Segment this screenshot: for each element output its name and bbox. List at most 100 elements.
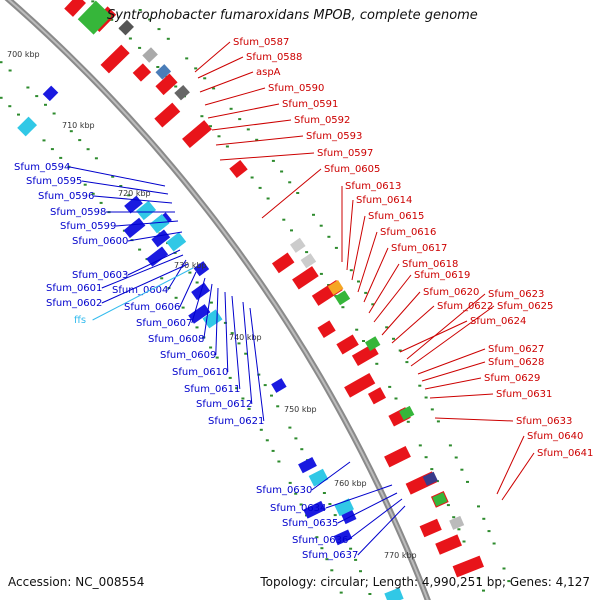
reverse-gene xyxy=(146,246,169,267)
label-leader-line xyxy=(391,305,435,344)
gc-dot xyxy=(209,346,213,349)
label-leader-line xyxy=(363,247,389,303)
reverse-gene-body xyxy=(188,304,211,324)
genome-title: Syntrophobacter fumaroxidans MPOB, compl… xyxy=(107,8,478,23)
gc-dot xyxy=(398,349,402,352)
gene-label-Sfum_0610: Sfum_0610 xyxy=(172,367,228,378)
gc-dot xyxy=(138,9,142,11)
label-leader-line xyxy=(434,417,514,422)
gc-dot xyxy=(405,361,409,364)
gc-dot xyxy=(174,85,178,88)
reverse-gene xyxy=(298,456,317,474)
gc-dot xyxy=(17,113,20,116)
gc-dot xyxy=(156,66,160,68)
gc-dot xyxy=(502,567,506,570)
gc-dot xyxy=(435,480,439,483)
gc-dot xyxy=(59,156,63,159)
label-leader-line xyxy=(406,293,486,360)
forward-gene-body xyxy=(336,334,359,355)
gc-dot xyxy=(388,385,392,388)
gc-dot xyxy=(271,449,275,452)
gc-dot xyxy=(138,46,142,49)
label-leader-line xyxy=(381,291,421,336)
label-leader-line xyxy=(211,119,292,131)
gc-dot xyxy=(188,271,192,274)
gc-dot xyxy=(288,181,292,184)
forward-gene xyxy=(292,266,319,290)
gc-dot xyxy=(8,69,12,72)
other-feature-body xyxy=(422,471,438,486)
forward-gene-body xyxy=(317,320,336,338)
gene-label-Sfum_0609: Sfum_0609 xyxy=(160,350,216,361)
gc-dot xyxy=(194,67,198,70)
gc-dot xyxy=(52,112,56,115)
gene-label-Sfum_0628: Sfum_0628 xyxy=(488,357,544,368)
gc-dot xyxy=(276,405,280,408)
gc-dot xyxy=(255,138,259,141)
other-feature xyxy=(142,47,158,63)
forward-gene xyxy=(229,159,248,179)
other-feature-body xyxy=(290,237,306,253)
gc-dot xyxy=(507,580,511,583)
rna-feature xyxy=(136,200,157,221)
reverse-gene xyxy=(333,529,353,546)
label-leader-line xyxy=(424,377,482,390)
gc-dot xyxy=(229,107,233,110)
other-feature xyxy=(432,492,448,507)
label-leader-line xyxy=(261,168,322,219)
reverse-gene xyxy=(303,500,326,519)
gc-dot xyxy=(111,175,115,178)
gc-dot xyxy=(160,277,164,280)
rna-feature-body xyxy=(17,116,38,137)
gc-dot xyxy=(334,246,338,249)
label-leader-line xyxy=(346,199,354,271)
gc-dot xyxy=(341,306,345,309)
gc-dot xyxy=(257,373,261,376)
reverse-gene-body xyxy=(333,529,353,546)
label-leader-line xyxy=(204,87,266,106)
gc-dot xyxy=(487,530,491,533)
gene-label-Sfum_0595: Sfum_0595 xyxy=(26,176,82,187)
forward-gene xyxy=(344,372,376,398)
gc-dot xyxy=(258,186,262,189)
reverse-gene-body xyxy=(123,217,146,239)
gc-dot xyxy=(225,145,229,148)
label-leader-line xyxy=(127,249,181,276)
label-leader-line xyxy=(101,263,189,304)
rna-feature xyxy=(17,116,38,137)
gc-dot xyxy=(368,593,372,595)
label-leader-line xyxy=(115,220,179,227)
rna-feature xyxy=(334,498,355,517)
gc-dot xyxy=(315,536,319,539)
rna-feature-body xyxy=(149,214,170,234)
gc-dot xyxy=(148,18,152,21)
gc-dot xyxy=(110,18,114,21)
gc-dot xyxy=(8,105,12,108)
other-feature xyxy=(399,405,415,421)
gc-dot xyxy=(181,306,185,309)
gc-dot xyxy=(250,176,254,179)
forward-gene-body xyxy=(182,120,212,149)
gene-label-Sfum_0637: Sfum_0637 xyxy=(302,550,358,561)
other-feature-body xyxy=(327,280,344,295)
genome-backbone-highlight xyxy=(7,0,429,600)
gc-dot xyxy=(320,547,324,550)
gc-dot xyxy=(99,201,103,204)
other-feature xyxy=(300,253,317,269)
gc-dot xyxy=(349,269,353,272)
gc-dot xyxy=(294,437,298,440)
forward-gene xyxy=(64,0,86,17)
forward-gene-body xyxy=(229,159,248,179)
gc-dot xyxy=(195,326,199,329)
gene-label-Sfum_0615: Sfum_0615 xyxy=(368,211,424,222)
forward-gene xyxy=(155,73,178,96)
gc-dot xyxy=(127,194,131,197)
label-leader-line xyxy=(501,452,535,501)
label-leader-line xyxy=(197,56,244,79)
gene-label-Sfum_0631: Sfum_0631 xyxy=(496,389,552,400)
gc-dot xyxy=(0,96,3,99)
gene-label-Sfum_0602: Sfum_0602 xyxy=(46,298,102,309)
gc-dot xyxy=(209,125,212,128)
reverse-gene xyxy=(123,217,146,239)
